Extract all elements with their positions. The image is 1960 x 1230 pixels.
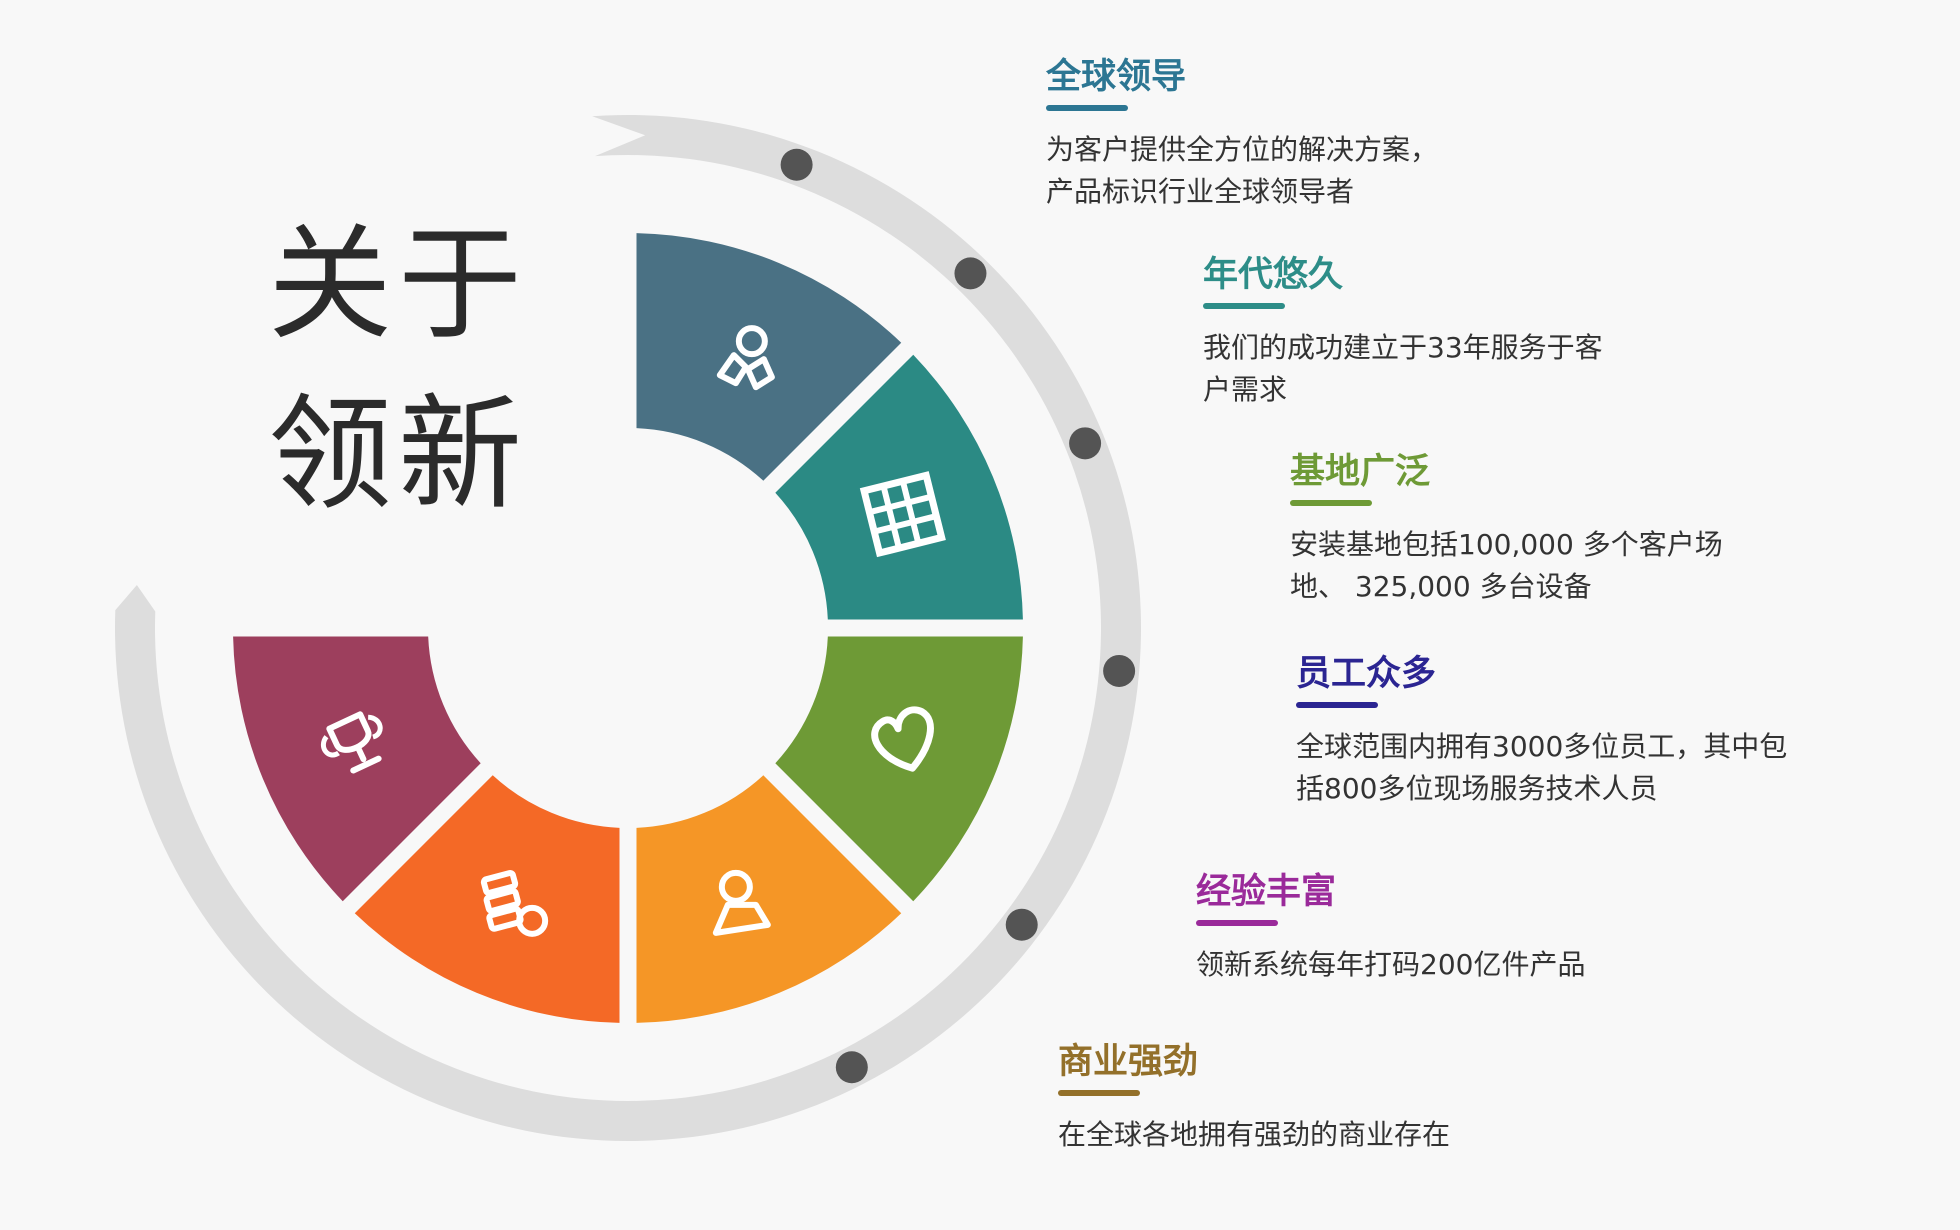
feature-title: 商业强劲 bbox=[1058, 1042, 1199, 1082]
feature-description-line: 在全球各地拥有强劲的商业存在 bbox=[1058, 1118, 1451, 1151]
segment-many-staff bbox=[636, 775, 902, 1023]
feature-strong-business: 商业强劲 在全球各地拥有强劲的商业存在 bbox=[1058, 1040, 1450, 1156]
segment-global-leader bbox=[636, 233, 902, 481]
feature-title: 年代悠久 bbox=[1203, 255, 1344, 295]
trophy-icon bbox=[320, 711, 383, 774]
feature-rich-experience: 经验丰富 领新系统每年打码200亿件产品 bbox=[1196, 870, 1585, 986]
feature-description: 我们的成功建立于33年服务于客 户需求 bbox=[1203, 327, 1603, 411]
timeline-dot bbox=[1069, 427, 1102, 460]
feature-description-line: 我们的成功建立于33年服务于客 bbox=[1203, 331, 1603, 364]
segment-wedge bbox=[775, 636, 1023, 902]
feature-title: 员工众多 bbox=[1296, 654, 1437, 694]
segment-strong-business bbox=[233, 636, 481, 902]
feature-wide-base: 基地广泛 安装基地包括100,000 多个客户场 地、 325,000 多台设备 bbox=[1290, 450, 1723, 608]
segment-rich-experience bbox=[354, 775, 620, 1023]
timeline-dot bbox=[780, 148, 813, 181]
feature-description: 为客户提供全方位的解决方案， 产品标识行业全球领导者 bbox=[1046, 129, 1438, 213]
timeline-dot bbox=[954, 257, 987, 290]
feature-title: 基地广泛 bbox=[1290, 452, 1431, 492]
feature-title: 经验丰富 bbox=[1196, 872, 1337, 912]
coins-icon bbox=[480, 869, 549, 937]
feature-underline bbox=[1203, 303, 1285, 309]
timeline-dot bbox=[835, 1051, 868, 1084]
feature-underline bbox=[1296, 702, 1378, 708]
feature-title: 全球领导 bbox=[1046, 57, 1187, 97]
feature-underline bbox=[1046, 105, 1128, 111]
feature-description-line: 括800多位现场服务技术人员 bbox=[1296, 772, 1658, 805]
segment-wedge bbox=[636, 775, 902, 1023]
segment-wedge bbox=[636, 233, 902, 481]
feature-description-line: 产品标识行业全球领导者 bbox=[1046, 175, 1355, 208]
feature-many-staff: 员工众多 全球范围内拥有3000多位员工，其中包 括800多位现场服务技术人员 bbox=[1296, 652, 1787, 810]
user-icon bbox=[712, 869, 771, 936]
feature-description-line: 安装基地包括100,000 多个客户场 bbox=[1290, 528, 1723, 561]
feature-description-line: 地、 325,000 多台设备 bbox=[1290, 570, 1592, 603]
feature-description: 全球范围内拥有3000多位员工，其中包 括800多位现场服务技术人员 bbox=[1296, 726, 1787, 810]
feature-description: 在全球各地拥有强劲的商业存在 bbox=[1058, 1114, 1450, 1156]
building-icon bbox=[859, 471, 946, 558]
segment-long-history bbox=[775, 354, 1023, 620]
timeline-dot bbox=[1005, 908, 1038, 941]
feature-underline bbox=[1058, 1090, 1140, 1096]
feature-long-history: 年代悠久 我们的成功建立于33年服务于客 户需求 bbox=[1203, 253, 1603, 411]
timeline-dot bbox=[1103, 654, 1136, 687]
main-title-line-1: 关于 bbox=[268, 213, 529, 357]
feature-description: 领新系统每年打码200亿件产品 bbox=[1196, 944, 1585, 986]
people-icon bbox=[716, 325, 775, 391]
feature-description: 安装基地包括100,000 多个客户场 地、 325,000 多台设备 bbox=[1290, 524, 1723, 608]
feature-underline bbox=[1196, 920, 1278, 926]
segment-wedge bbox=[775, 354, 1023, 620]
feature-underline bbox=[1290, 500, 1372, 506]
heart-icon bbox=[871, 706, 934, 772]
feature-description-line: 为客户提供全方位的解决方案， bbox=[1046, 133, 1439, 166]
feature-description-line: 全球范围内拥有3000多位员工，其中包 bbox=[1296, 730, 1788, 763]
main-title: 关于 领新 bbox=[268, 200, 528, 540]
segment-wide-base bbox=[775, 636, 1023, 902]
feature-description-line: 领新系统每年打码200亿件产品 bbox=[1196, 948, 1586, 981]
main-title-line-2: 领新 bbox=[268, 383, 529, 527]
feature-global-leader: 全球领导 为客户提供全方位的解决方案， 产品标识行业全球领导者 bbox=[1046, 55, 1438, 213]
feature-description-line: 户需求 bbox=[1203, 373, 1288, 406]
